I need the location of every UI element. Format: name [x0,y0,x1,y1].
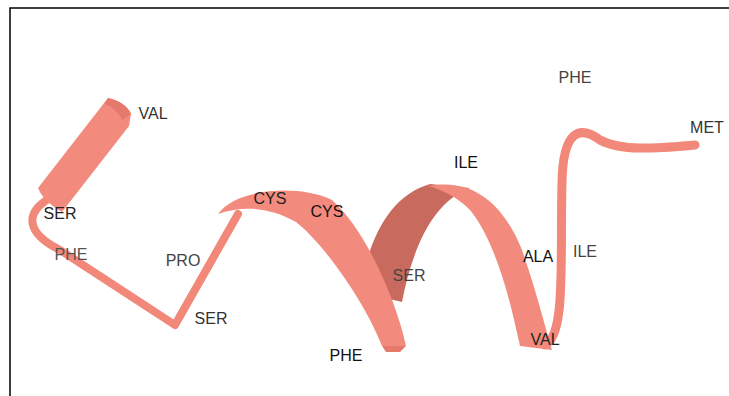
helix-ribbon [218,191,406,346]
residue-label: PHE [330,348,363,364]
helix-ribbon [428,184,552,350]
helix-ribbon [38,98,131,212]
residue-label: PHE [559,70,592,86]
helix-ribbon-edge [104,98,131,120]
residue-label: PRO [166,253,201,269]
residue-label: MET [690,120,724,136]
residue-label: ILE [454,155,478,171]
residue-label: CYS [311,204,344,220]
residue-label: SER [44,206,77,222]
residue-label: ILE [573,244,597,260]
residue-label: SER [195,311,228,327]
frame [10,8,729,396]
helix-ribbon-edge [382,346,406,352]
coil-tube [32,198,238,325]
residue-label: VAL [530,332,559,348]
residue-label: CYS [254,191,287,207]
residue-label: PHE [55,247,88,263]
residue-label: ALA [523,249,553,265]
coil-tube [545,133,695,345]
residue-label: SER [393,268,426,284]
residue-label: VAL [138,106,167,122]
